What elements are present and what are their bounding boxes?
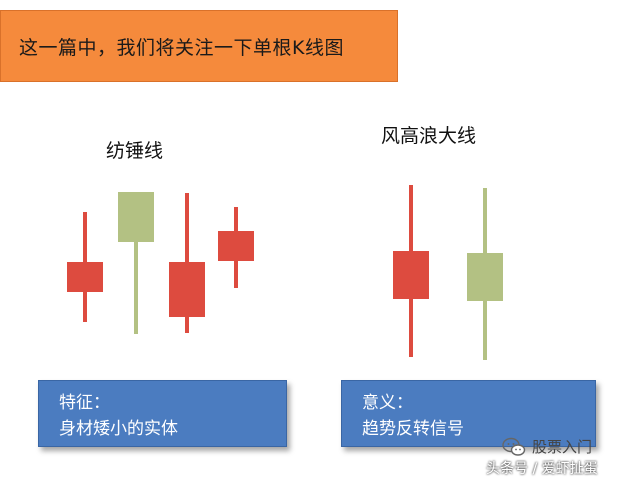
long-legged-label: 风高浪大线	[381, 125, 477, 147]
candle-3-body	[169, 262, 205, 317]
title-banner: 这一篇中，我们将关注一下单根K线图	[0, 10, 398, 82]
meaning-text: 趋势反转信号	[362, 419, 464, 439]
brand-name: 股票入门	[532, 438, 593, 456]
candle-2	[118, 192, 154, 334]
features-text: 身材矮小的实体	[59, 419, 178, 439]
candle-4-body	[218, 231, 254, 261]
candle-2-body	[118, 192, 154, 242]
wechat-icon	[502, 437, 526, 456]
brand-watermark: 股票入门	[502, 436, 592, 457]
candle-5	[393, 185, 429, 357]
spinning-top-label: 纺锤线	[106, 140, 164, 162]
slide-title: 这一篇中，我们将关注一下单根K线图	[19, 36, 344, 59]
candle-6	[467, 188, 503, 360]
candle-3	[169, 193, 205, 333]
candle-4	[218, 207, 254, 288]
candle-5-body	[393, 251, 429, 299]
features-heading: 特征：	[59, 393, 110, 413]
footer-credit: 头条号 / 爱虾扯蛋	[486, 461, 598, 477]
meaning-heading: 意义：	[362, 393, 413, 413]
candle-6-body	[467, 253, 503, 301]
meaning-box: 意义： 趋势反转信号	[341, 380, 596, 447]
candle-1	[67, 212, 103, 322]
features-box: 特征： 身材矮小的实体	[38, 380, 287, 447]
candle-1-body	[67, 262, 103, 292]
